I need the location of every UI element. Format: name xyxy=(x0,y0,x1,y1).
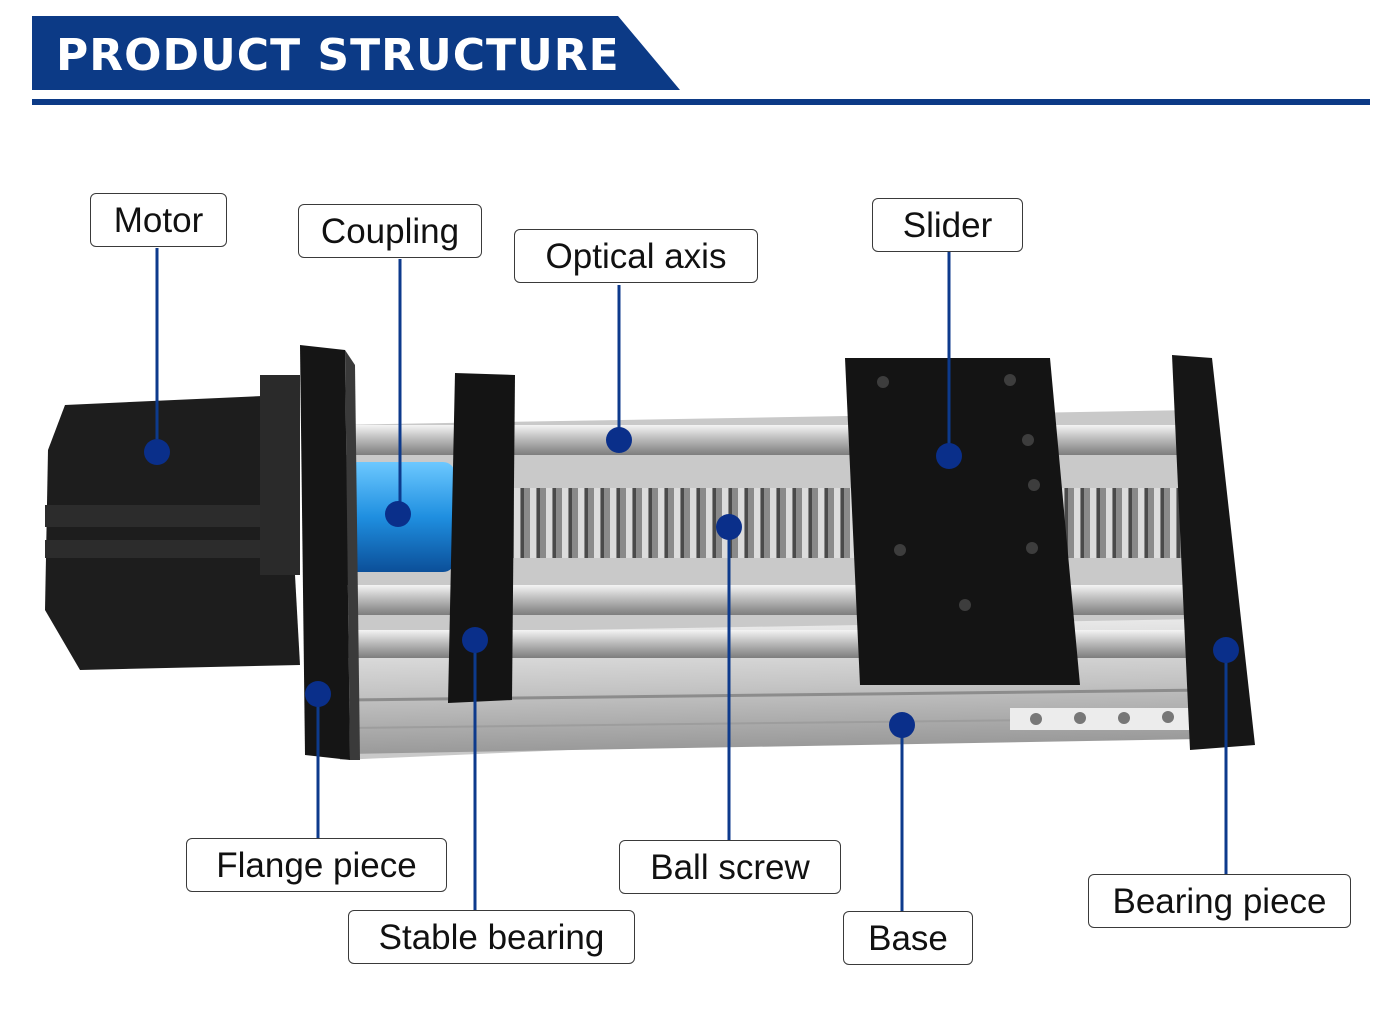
marker-motor xyxy=(144,439,170,465)
marker-dots xyxy=(144,427,1239,738)
marker-optical-axis xyxy=(606,427,632,453)
label-stable-bearing: Stable bearing xyxy=(348,910,635,964)
header-banner: PRODUCT STRUCTURE xyxy=(32,16,680,90)
label-ball-screw: Ball screw xyxy=(619,840,841,894)
label-base: Base xyxy=(843,911,973,965)
label-coupling: Coupling xyxy=(298,204,482,258)
label-optical-axis: Optical axis xyxy=(514,229,758,283)
marker-slider xyxy=(936,443,962,469)
label-bearing-piece: Bearing piece xyxy=(1088,874,1351,928)
label-motor: Motor xyxy=(90,193,227,247)
label-flange-piece: Flange piece xyxy=(186,838,447,892)
slider-block xyxy=(845,358,1080,685)
page-title: PRODUCT STRUCTURE xyxy=(56,30,620,81)
leader-lines xyxy=(155,248,1228,911)
marker-ball-screw xyxy=(716,514,742,540)
stable-bearing-block xyxy=(448,373,515,703)
flange-plate xyxy=(300,345,350,760)
marker-bearing-piece xyxy=(1213,637,1239,663)
motor-part xyxy=(45,375,300,670)
label-slider: Slider xyxy=(872,198,1023,252)
marker-stable-bearing xyxy=(462,627,488,653)
marker-coupling xyxy=(385,501,411,527)
marker-base xyxy=(889,712,915,738)
header-rule xyxy=(32,99,1370,105)
marker-flange-piece xyxy=(305,681,331,707)
flange-side xyxy=(345,350,360,760)
banner-background xyxy=(32,16,680,90)
